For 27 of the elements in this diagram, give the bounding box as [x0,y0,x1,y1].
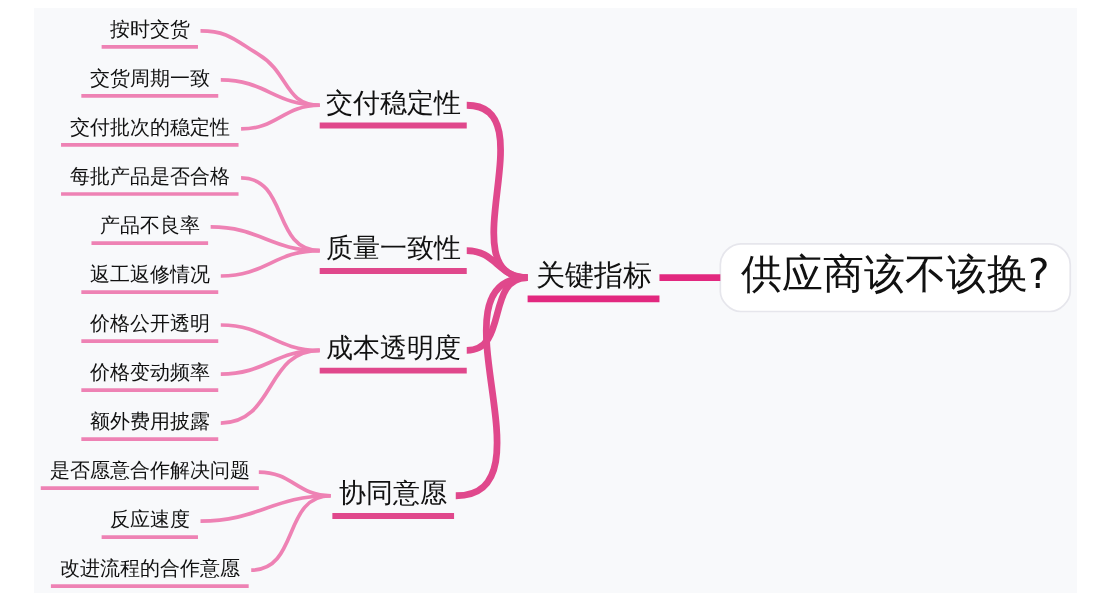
connector [220,323,320,353]
node-text: 交货周期一致 [89,66,210,91]
node-text: 反应速度 [109,507,190,532]
node-text: 价格变动频率 [89,360,210,385]
node-text: 价格公开透明 [89,311,210,336]
connector [250,493,331,572]
node-text: 产品不良率 [99,213,200,238]
node-text: 交付稳定性 [325,86,461,118]
connector [220,78,320,108]
node-text: 是否愿意合作解决问题 [49,458,250,483]
node-text: 成本透明度 [325,331,461,363]
node-box: 供应商该不该换? [718,243,1071,313]
connector [454,274,528,500]
connector [220,348,320,425]
connector [658,274,720,282]
node-text: 返工返修情况 [89,262,210,287]
node-text: 改进流程的合作意愿 [59,556,240,581]
connector [240,103,320,131]
connector [199,29,320,108]
node-text: 协同意愿 [338,477,447,509]
node-text: 关键指标 [535,257,652,292]
node-text: 每批产品是否合格 [69,164,230,189]
connector [220,248,320,278]
node-text: 质量一致性 [325,232,461,264]
node-text: 交付批次的稳定性 [69,115,230,140]
node-text: 按时交货 [109,17,190,42]
node-text: 额外费用披露 [89,409,210,434]
